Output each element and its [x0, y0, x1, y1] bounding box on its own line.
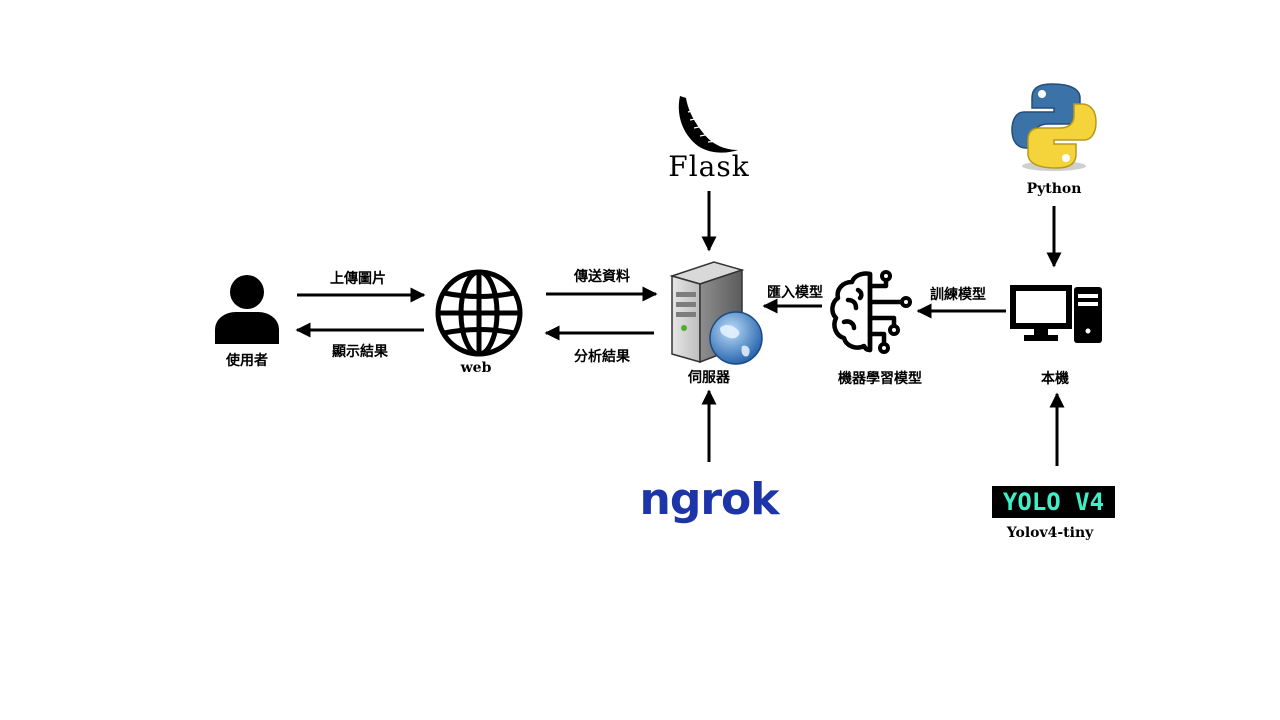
yolo-caption-label: Yolov4-tiny — [1006, 525, 1094, 541]
user-icon — [215, 275, 279, 344]
python-label: Python — [1026, 181, 1082, 197]
desktop-computer-icon — [1010, 285, 1102, 343]
server-icon — [669, 261, 763, 365]
python-logo-icon — [1011, 83, 1097, 171]
brain-circuit-icon — [830, 270, 912, 354]
globe-icon — [435, 269, 523, 357]
yolo-logo: YOLO V4 — [992, 486, 1115, 518]
edge-label-analysis-result: 分析結果 — [574, 349, 630, 365]
server-label: 伺服器 — [688, 370, 730, 386]
flask-horn-icon — [678, 96, 738, 153]
edge-label-show-result: 顯示結果 — [332, 344, 388, 360]
edge-label-send-data: 傳送資料 — [574, 269, 630, 285]
web-label: web — [460, 360, 492, 376]
edge-label-import-model: 匯入模型 — [767, 285, 823, 301]
ml-model-label: 機器學習模型 — [838, 371, 922, 387]
flask-logo-text: Flask — [668, 150, 750, 183]
local-machine-label: 本機 — [1041, 371, 1069, 387]
edge-label-train-model: 訓練模型 — [930, 287, 986, 303]
edge-label-upload-image: 上傳圖片 — [330, 271, 386, 287]
user-label: 使用者 — [226, 353, 268, 369]
ngrok-logo-text: ngrok — [639, 474, 779, 525]
